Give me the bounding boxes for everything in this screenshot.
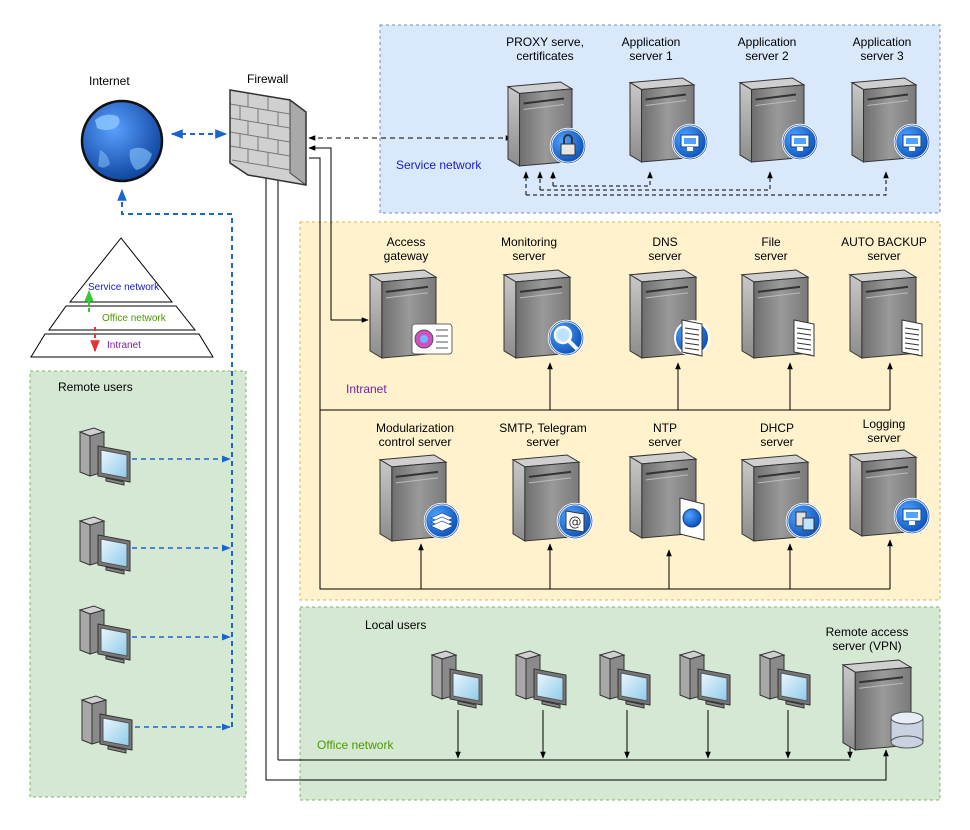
office-zone-label: Office network bbox=[317, 738, 394, 752]
remote-user-pc-1[interactable] bbox=[78, 427, 131, 486]
internet-label: Internet bbox=[89, 74, 130, 88]
firewall-icon bbox=[229, 89, 307, 186]
gateway-icon bbox=[411, 323, 453, 355]
document-icon bbox=[674, 319, 710, 357]
intranet-server-bottom-5[interactable] bbox=[848, 449, 931, 537]
layers-icon bbox=[423, 502, 461, 540]
network-pyramid: Service network Office network Intranet bbox=[30, 237, 214, 358]
magnifier-icon bbox=[547, 319, 585, 357]
intranet-server-bottom-1[interactable] bbox=[378, 454, 461, 542]
internet-globe-icon bbox=[80, 99, 164, 183]
intranet-zone-label: Intranet bbox=[346, 382, 387, 396]
monitor-icon bbox=[893, 497, 931, 535]
intranet-server-top-5[interactable] bbox=[848, 269, 923, 359]
intranet-server-top-4[interactable] bbox=[740, 269, 815, 359]
local-user-pc-2[interactable] bbox=[514, 650, 567, 709]
service-server-1[interactable] bbox=[506, 81, 587, 167]
remote-user-pc-3[interactable] bbox=[78, 605, 131, 664]
intranet-server-bottom-4[interactable] bbox=[740, 454, 823, 542]
connections bbox=[117, 129, 893, 781]
windows-icon bbox=[893, 123, 931, 161]
intranet-server-bottom-3[interactable] bbox=[628, 451, 705, 541]
lock-icon bbox=[549, 127, 587, 165]
file-icon bbox=[901, 319, 923, 357]
remote-user-pc-4[interactable] bbox=[80, 695, 133, 754]
local-user-pc-5[interactable] bbox=[758, 650, 811, 709]
database-icon bbox=[890, 711, 924, 749]
remote-users-zone bbox=[29, 370, 247, 798]
local-user-pc-4[interactable] bbox=[678, 650, 731, 709]
windows-icon bbox=[671, 123, 709, 161]
local-user-pc-1[interactable] bbox=[430, 650, 483, 709]
firewall-label: Firewall bbox=[247, 72, 288, 86]
windows-icon bbox=[781, 123, 819, 161]
remote-users-label: Remote users bbox=[58, 380, 133, 394]
intranet-server-top-2[interactable] bbox=[502, 269, 585, 359]
service-server-4[interactable] bbox=[850, 77, 931, 163]
file-icon bbox=[793, 319, 815, 357]
service-server-3[interactable] bbox=[738, 77, 819, 163]
intranet-server-top-3[interactable] bbox=[628, 269, 710, 359]
pyramid-intranet-label: Intranet bbox=[107, 340, 141, 351]
pyramid-service-label: Service network bbox=[88, 282, 160, 293]
svg-text:@: @ bbox=[569, 515, 582, 530]
network-icon bbox=[785, 502, 823, 540]
local-users-label: Local users bbox=[365, 618, 426, 632]
service-zone-label: Service network bbox=[396, 158, 482, 172]
vpn-server[interactable] bbox=[841, 659, 924, 751]
intranet-server-bottom-2[interactable]: @ bbox=[511, 454, 594, 542]
mail-icon: @ bbox=[556, 502, 594, 540]
service-server-2[interactable] bbox=[628, 77, 709, 163]
intranet-server-top-1[interactable] bbox=[368, 269, 453, 359]
pyramid-office-label: Office network bbox=[102, 313, 167, 324]
remote-user-pc-2[interactable] bbox=[78, 516, 131, 575]
globe-doc-icon bbox=[679, 497, 705, 541]
service-server-label-1: PROXY serve,certificates bbox=[506, 35, 584, 63]
local-user-pc-3[interactable] bbox=[598, 650, 651, 709]
